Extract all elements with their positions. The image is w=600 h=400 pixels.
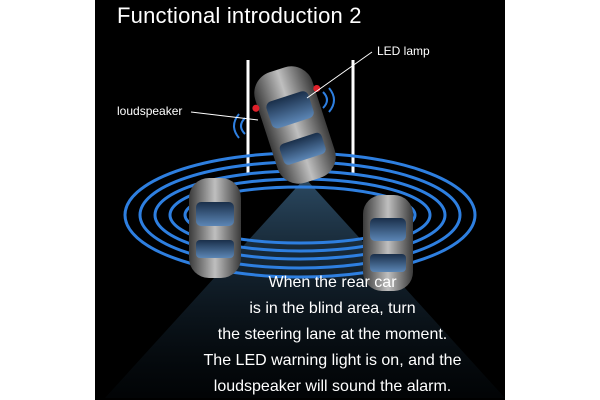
explanation-line: When the rear car [268,274,397,291]
speaker-wave-marks [233,87,335,139]
rear-left-car [189,178,241,278]
led-lamp-label: LED lamp [377,44,430,58]
rear-right-car [363,195,413,291]
explanation-text: When the rear car is in the blind area, … [165,270,500,400]
illustration-panel: Functional introduction 2 LED lamp louds… [95,0,505,400]
blind-spot-scene [105,51,505,398]
lead-car [252,66,336,184]
led-lamp-left [252,104,260,112]
page-title: Functional introduction 2 [117,3,362,28]
loudspeaker-label: loudspeaker [117,104,183,118]
detection-beam [105,178,505,398]
explanation-line: The LED warning light is on, and the [203,352,462,369]
explanation-line: is in the blind area, turn [249,300,416,317]
callout-lines [190,51,373,121]
explanation-line: the steering lane at the moment. [217,326,448,343]
explanation-line: loudspeaker will sound the alarm. [213,378,452,395]
